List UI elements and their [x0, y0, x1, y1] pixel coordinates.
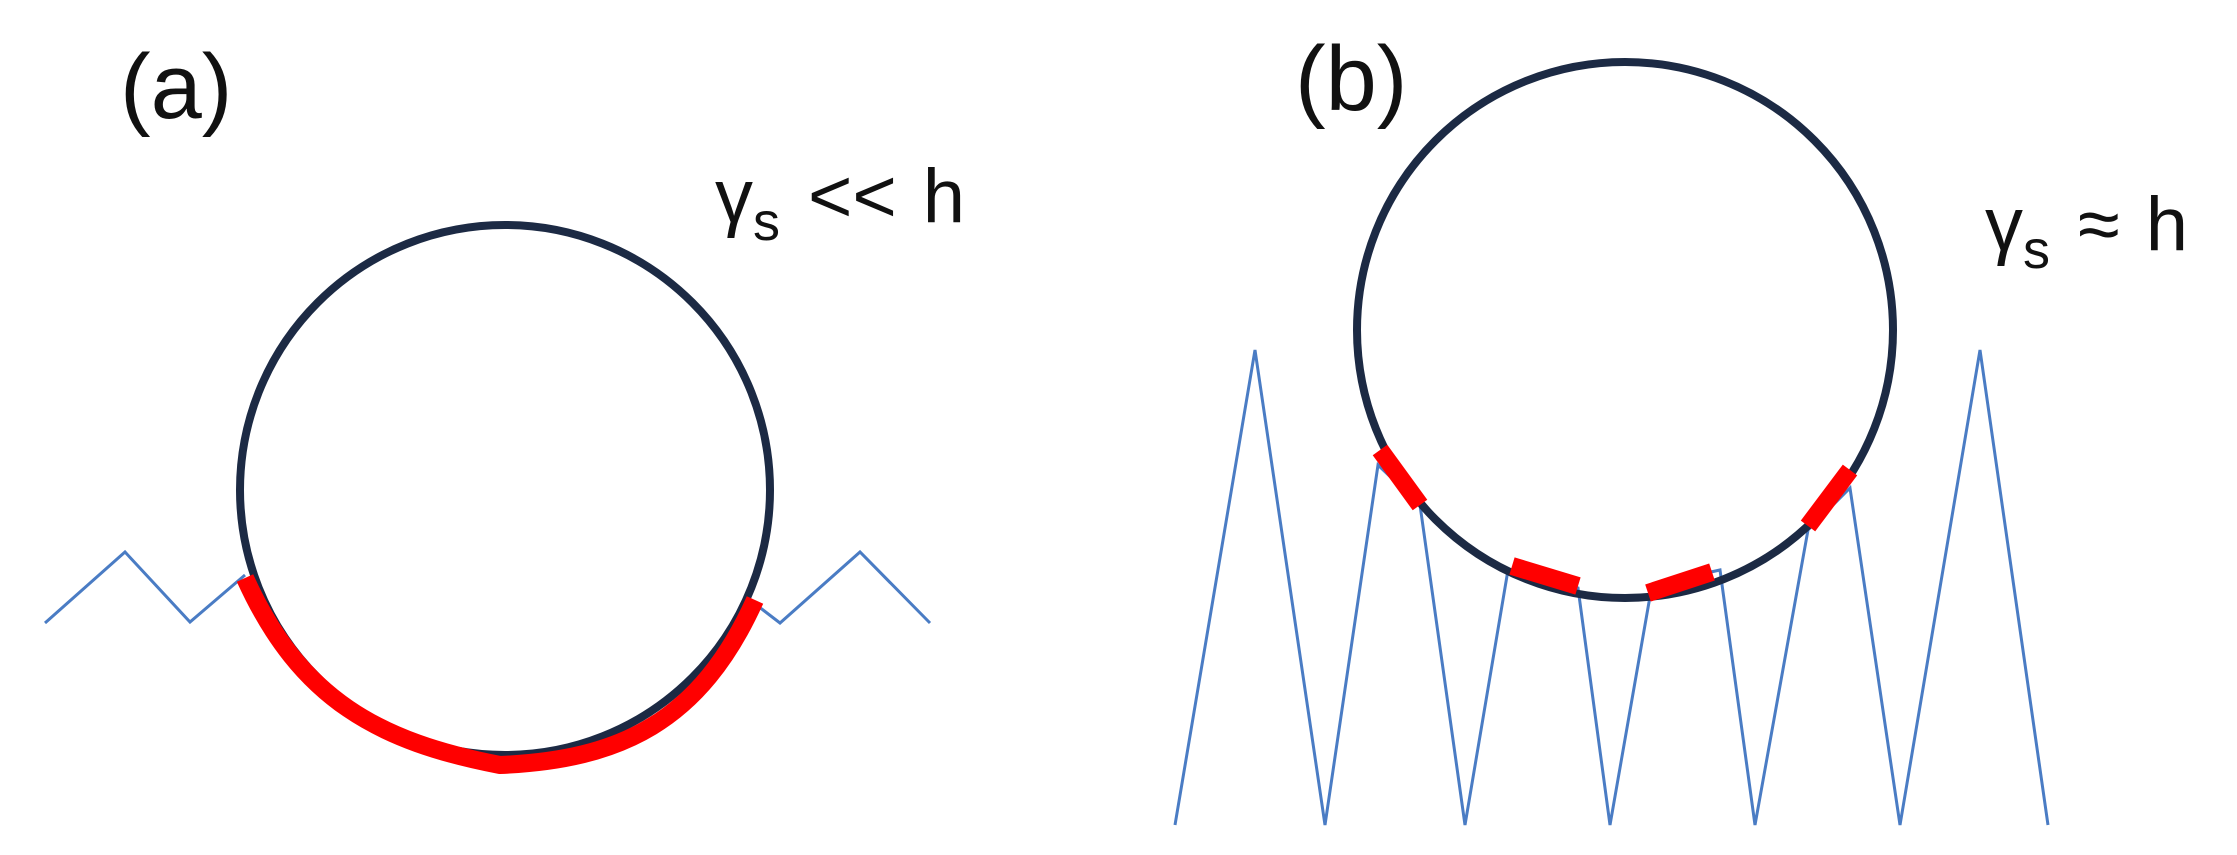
panel-a-surface-right — [749, 549, 932, 625]
panel-b-contact-1 — [1372, 444, 1428, 511]
panel-b-label: (b) — [1295, 28, 1407, 130]
panel-b-contact-3 — [1645, 563, 1715, 602]
panel-a-subscript: s — [753, 192, 780, 252]
panel-b-operator: ≈ — [2078, 182, 2120, 267]
panel-b-particle — [1353, 58, 1897, 602]
panel-b-subscript: s — [2023, 220, 2050, 280]
panel-b-surface — [1173, 349, 2050, 826]
panel-a-particle — [236, 221, 774, 759]
panel-b: (b) γs ≈ h — [1173, 28, 2188, 826]
panel-b-relation: γs ≈ h — [1985, 182, 2188, 280]
panel-b-rhs: h — [2146, 182, 2188, 267]
panel-a-surface-left — [44, 549, 246, 625]
panel-b-symbol: γ — [1985, 182, 2023, 267]
panel-a-symbol: γ — [715, 154, 753, 239]
panel-b-contact-4 — [1800, 464, 1858, 532]
panel-a-label: (a) — [120, 36, 232, 138]
panel-a-relation: γs << h — [715, 154, 965, 252]
panel-b-contact-2 — [1509, 557, 1581, 595]
panel-a: (a) γs << h — [44, 36, 965, 775]
panel-a-rhs: h — [923, 154, 965, 239]
panel-a-contact-zone — [236, 574, 764, 775]
panel-a-operator: << — [808, 154, 897, 239]
